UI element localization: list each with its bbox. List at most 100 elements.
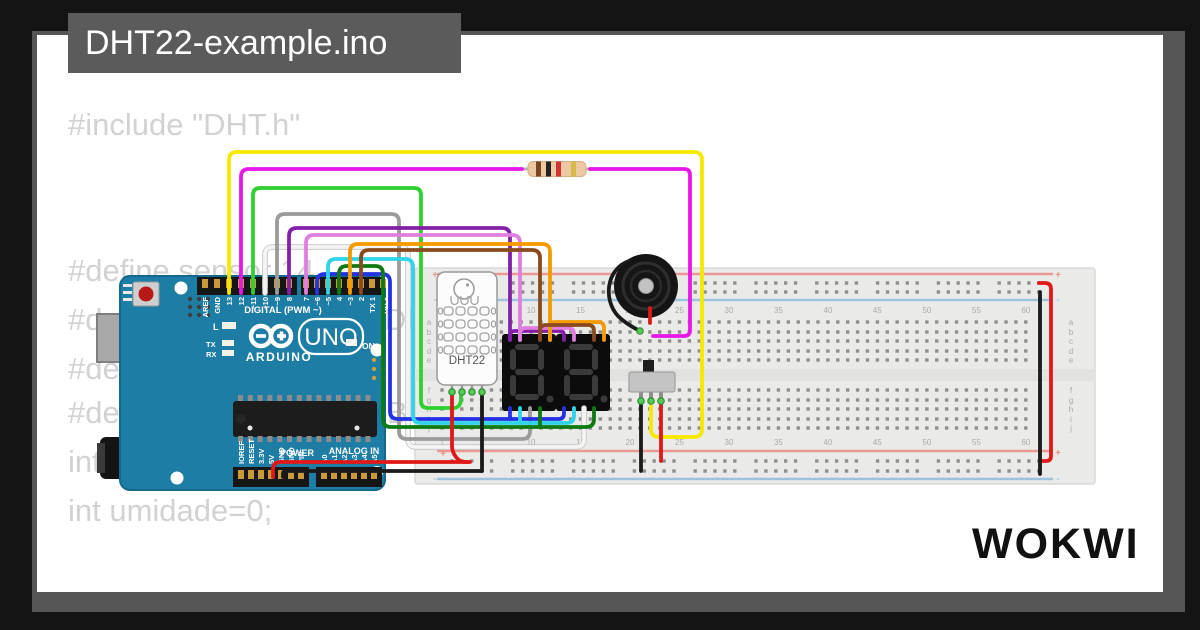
segment-e	[564, 375, 570, 396]
wire-pin3-orange[interactable]	[348, 242, 552, 342]
pin-label: VIN	[297, 451, 306, 464]
pin-label: 4	[335, 296, 344, 301]
mount-hole	[170, 471, 184, 485]
led-l-label: L	[213, 322, 219, 332]
breadboard-labels: 1155101015152020252530303535404045455050…	[427, 270, 1074, 485]
pin-label: A2	[340, 454, 349, 464]
wire-pin10-white[interactable]	[263, 245, 586, 449]
segment-a	[515, 344, 539, 350]
svg-text:b: b	[427, 328, 432, 337]
wire-pin12-magenta-b[interactable]	[588, 167, 692, 338]
wire-pin2-brown[interactable]	[359, 248, 542, 342]
wire-pin11-green[interactable]	[251, 186, 463, 410]
wire-pin4-darkgreen[interactable]	[337, 264, 596, 429]
wires	[227, 150, 1053, 479]
segment-g	[569, 369, 593, 375]
chip-notch	[236, 414, 246, 424]
code-fragment: #include "DHT.h"	[68, 107, 301, 142]
svg-text:25: 25	[675, 438, 684, 447]
seven-segment-display-1[interactable]	[502, 334, 556, 411]
pin-label: ~3	[346, 297, 355, 306]
chip-dot	[247, 425, 253, 431]
slide-switch[interactable]	[628, 360, 676, 400]
buzzer[interactable]	[614, 254, 678, 318]
svg-text:-: -	[1056, 295, 1059, 306]
pin-label: 3.3V	[257, 449, 266, 464]
seven-segment-display-2[interactable]	[556, 334, 610, 411]
svg-text:g: g	[1069, 396, 1073, 405]
code-fragment: #de	[68, 395, 120, 430]
svg-text:60: 60	[1021, 306, 1030, 315]
segment-dp	[600, 395, 608, 403]
switch-leg	[649, 390, 653, 400]
wire-pin6-blue[interactable]	[315, 272, 566, 421]
wire-gnd-black[interactable]	[281, 469, 484, 479]
pin-indicators	[448, 327, 665, 405]
dht-body[interactable]	[436, 271, 498, 386]
pin-label: GND	[213, 296, 222, 313]
dht-label: DHT22	[449, 355, 485, 367]
reset-button-cap[interactable]	[138, 286, 154, 302]
wire-rail-red[interactable]	[1037, 281, 1053, 463]
digital-header-left	[197, 277, 297, 295]
wire-buzzer-black[interactable]	[606, 259, 642, 333]
pin-indicator-dot	[637, 397, 645, 405]
wire-pin5-cyan[interactable]	[326, 257, 576, 425]
svg-text:20: 20	[626, 438, 635, 447]
svg-text:30: 30	[725, 306, 734, 315]
wire-5v-red[interactable]	[271, 460, 470, 479]
svg-text:35: 35	[774, 438, 783, 447]
segment-f	[510, 349, 516, 370]
svg-text:a: a	[1069, 318, 1074, 327]
svg-text:55: 55	[972, 306, 981, 315]
segment-b	[592, 349, 598, 370]
wire-pin13-yellow[interactable]	[227, 150, 704, 439]
svg-text:50: 50	[922, 306, 931, 315]
jumper-seg-f[interactable]	[518, 326, 576, 342]
jumper-seg-g[interactable]	[508, 329, 566, 342]
pin-label: A3	[350, 454, 359, 464]
wire-pin7-violet[interactable]	[304, 233, 522, 342]
dht-vent-grid	[437, 296, 497, 355]
pin-label: ~9	[273, 297, 282, 306]
pin-label: IOREF	[237, 441, 246, 464]
wire-pin8-purple[interactable]	[287, 226, 512, 342]
svg-text:55: 55	[972, 438, 981, 447]
wire-pin12-magenta-a[interactable]	[239, 167, 524, 295]
title-box: DHT22-example.ino	[68, 13, 461, 73]
dht22-sensor[interactable]: DHT22	[436, 271, 498, 392]
svg-text:f: f	[1070, 386, 1073, 395]
pin-label: AREF	[201, 297, 210, 318]
svg-text:d: d	[1069, 347, 1073, 356]
silk-tick	[123, 284, 132, 287]
svg-text:1: 1	[440, 438, 445, 447]
jumper-seg-a[interactable]	[538, 323, 596, 342]
svg-text:-: -	[433, 295, 436, 306]
led-tx-label: TX	[206, 340, 216, 349]
switch-body[interactable]	[628, 371, 676, 393]
page-title: DHT22-example.ino	[85, 23, 388, 62]
wire-dht-vcc-red[interactable]	[450, 391, 472, 464]
segment-b	[538, 349, 544, 370]
mount-hole	[174, 281, 188, 295]
svg-text:c: c	[427, 337, 431, 346]
svg-text:+: +	[1055, 270, 1061, 281]
svg-text:c: c	[1069, 337, 1073, 346]
led-tx	[222, 340, 234, 346]
switch-knob[interactable]	[643, 360, 654, 374]
resistor[interactable]	[512, 161, 600, 177]
buzzer-ring	[629, 269, 663, 303]
analog-caption: ANALOG IN	[329, 446, 380, 456]
pin-label: A1	[330, 454, 339, 464]
code-fragment: int	[68, 444, 101, 479]
mount-hole	[370, 343, 384, 357]
led-l	[222, 322, 236, 329]
power-caption: POWER	[280, 448, 315, 458]
wire-pin9-gray[interactable]	[275, 212, 532, 441]
pin-indicator-dot	[468, 388, 476, 396]
pin-indicator-dot	[657, 397, 665, 405]
arduino-uno-board[interactable]: UNO ARDUINO DIGITAL (PWM ~) POWER ANALOG…	[96, 275, 388, 491]
